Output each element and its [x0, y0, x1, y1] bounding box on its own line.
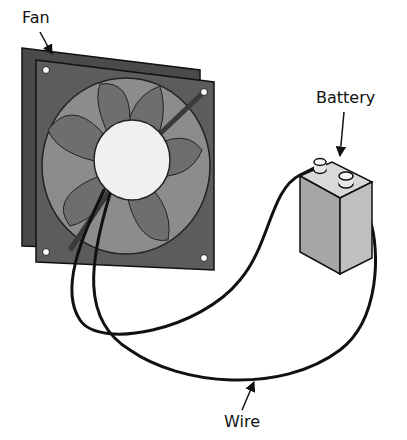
fan-frame-front [36, 60, 214, 270]
part-label-box: Fan [22, 8, 50, 27]
wires [72, 166, 376, 380]
leader-lines [40, 32, 344, 410]
fan-holes [43, 67, 208, 262]
fan-opening [42, 78, 210, 254]
fan-blades [48, 84, 202, 241]
battery [300, 159, 372, 275]
part-label-box: Wire [224, 412, 260, 431]
fan-hub [94, 120, 170, 200]
part-label: Battery [316, 88, 375, 107]
part-label: Wire [224, 412, 260, 431]
part-label-box: Battery [316, 88, 375, 107]
part-label: Fan [22, 8, 50, 27]
fan-struts [70, 90, 206, 250]
